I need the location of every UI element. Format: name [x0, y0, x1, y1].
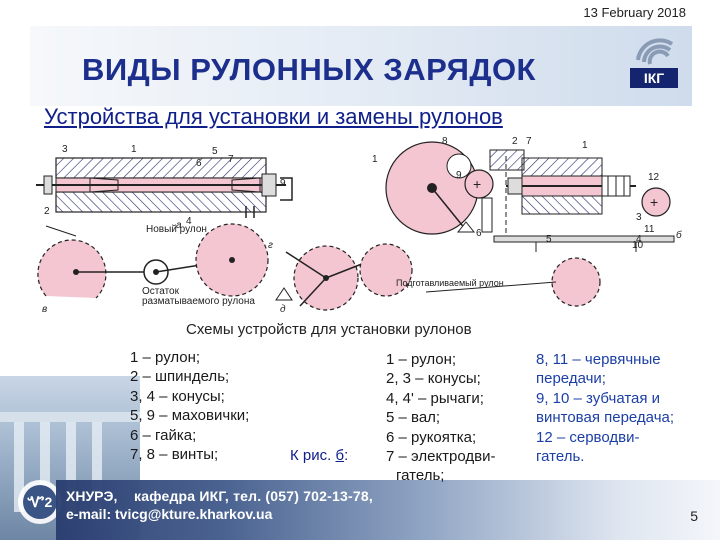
svg-text:Ꮙ2: Ꮙ2: [27, 494, 53, 510]
footer-university: ХНУРЭ,: [66, 488, 118, 504]
legend-mid-item: 4, 4' – рычаги;: [386, 389, 484, 407]
legend-mid-item: 2, 3 – конусы;: [386, 370, 481, 388]
legend-right-item: 9, 10 – зубчатая и: [536, 389, 661, 407]
legend-left-item: 6 – гайка;: [130, 426, 197, 444]
svg-text:5: 5: [546, 234, 552, 245]
legend-left-item: 3, 4 – конусы;: [130, 387, 225, 405]
diagram-a: 3 1 5 7 6 9 2 4 а: [36, 144, 293, 231]
label-d: д: [280, 304, 286, 315]
footer-email-line: e-mail: tvicg@kture.kharkov.ua: [66, 506, 272, 522]
slide-date: 13 February 2018: [583, 5, 686, 20]
label-new-roll: Новый рулон: [146, 224, 207, 235]
legend-left-item: 5, 9 – маховички;: [130, 407, 250, 425]
logo-text: ІКГ: [644, 70, 664, 86]
legend-left-item: 2 – шпиндель;: [130, 368, 230, 386]
label-remainder-2: разматываемого рулона: [142, 296, 255, 307]
svg-text:6: 6: [476, 228, 482, 239]
svg-text:3: 3: [636, 212, 642, 223]
building-illustration: Ꮙ2: [0, 412, 140, 524]
ikg-logo: ІКГ: [630, 38, 678, 88]
svg-text:5: 5: [212, 146, 218, 157]
label-remainder-1: Остаток: [142, 286, 180, 297]
diagram-v: Новый рулон Остаток разматываемого рулон…: [37, 223, 269, 315]
svg-text:11: 11: [644, 224, 655, 235]
legend-right-item: передачи;: [536, 370, 606, 388]
slide-subtitle: Устройства для установки и замены рулоно…: [44, 104, 503, 129]
footer-email-link[interactable]: tvicg@kture.kharkov.ua: [115, 506, 273, 522]
legend-mid-item: 7 – электродви-: [386, 448, 496, 466]
diagram-b: + 1 8 9 6: [372, 136, 525, 239]
footer-band: [56, 480, 720, 540]
legend-mid-item: гатель;: [396, 467, 445, 485]
svg-text:10: 10: [632, 240, 644, 251]
legend-mid-item: 6 – рукоятка;: [386, 428, 477, 446]
roll-loading-diagram: 3 1 5 7 6 9 2 4 а Новый рулон Остаток ра…: [36, 136, 686, 318]
svg-text:7: 7: [526, 136, 532, 147]
slide-title: ВИДЫ РУЛОННЫХ ЗАРЯДОК: [82, 52, 536, 87]
legend-mid-item: 5 – вал;: [386, 409, 441, 427]
legend-mid-item: 1 – рулон;: [386, 351, 457, 368]
label-a: а: [176, 220, 182, 231]
svg-text:9: 9: [456, 170, 462, 181]
label-prepared-roll: Подготавливаемый рулон: [396, 278, 504, 288]
svg-text:4: 4: [636, 234, 642, 245]
reference-prefix: К рис.: [290, 447, 336, 464]
legend-mid: 1 – рулон; 2, 3 – конусы; 4, 4' – рычаги…: [386, 350, 496, 486]
svg-text:1: 1: [372, 154, 378, 165]
svg-text:12: 12: [648, 172, 660, 183]
page-number: 5: [690, 508, 698, 524]
svg-text:1: 1: [582, 140, 588, 151]
title-band: [30, 26, 692, 106]
legend-left-item: 1 – рулон;: [130, 349, 201, 366]
figure-caption: Схемы устройств для установки рулонов: [186, 321, 472, 338]
svg-text:3: 3: [62, 144, 68, 155]
footer-department: кафедра ИКГ, тел. (057) 702-13-78,: [134, 488, 373, 504]
svg-text:8: 8: [442, 136, 448, 147]
legend-right-item: 12 – серводви-: [536, 428, 640, 446]
legend-right-item: винтовая передача;: [536, 409, 675, 427]
label-g: г: [268, 240, 273, 251]
diagram-d: д г: [268, 240, 413, 315]
svg-text:7: 7: [228, 154, 234, 165]
legend-right-item: 8, 11 – червячные: [536, 351, 661, 368]
svg-text:4: 4: [186, 216, 192, 227]
svg-text:+: +: [650, 194, 658, 210]
svg-text:6: 6: [196, 158, 202, 169]
reference-suffix: :: [344, 447, 349, 464]
legend-right-item: гатель.: [536, 448, 585, 466]
diagram-prepared: Подготавливаемый рулон: [396, 257, 601, 307]
reference-figure: б: [335, 447, 345, 464]
footer-email-label: e-mail:: [66, 506, 112, 522]
figure-reference: К рис. б:: [290, 447, 348, 464]
svg-text:+: +: [473, 176, 481, 192]
diagram-b-spindle: + 2 7 1 12 3 11 5 4 10 б: [493, 136, 682, 252]
svg-text:2: 2: [512, 136, 518, 147]
label-b: б: [676, 229, 682, 241]
legend-left: 1 – рулон; 2 – шпиндель; 3, 4 – конусы; …: [130, 348, 249, 464]
svg-text:9: 9: [280, 178, 286, 189]
legend-right: 8, 11 – червячные передачи; 9, 10 – зубч…: [536, 350, 674, 466]
svg-text:2: 2: [44, 206, 50, 217]
legend-left-item: 7, 8 – винты;: [130, 446, 219, 464]
svg-text:1: 1: [131, 144, 137, 155]
label-v: в: [42, 304, 47, 315]
